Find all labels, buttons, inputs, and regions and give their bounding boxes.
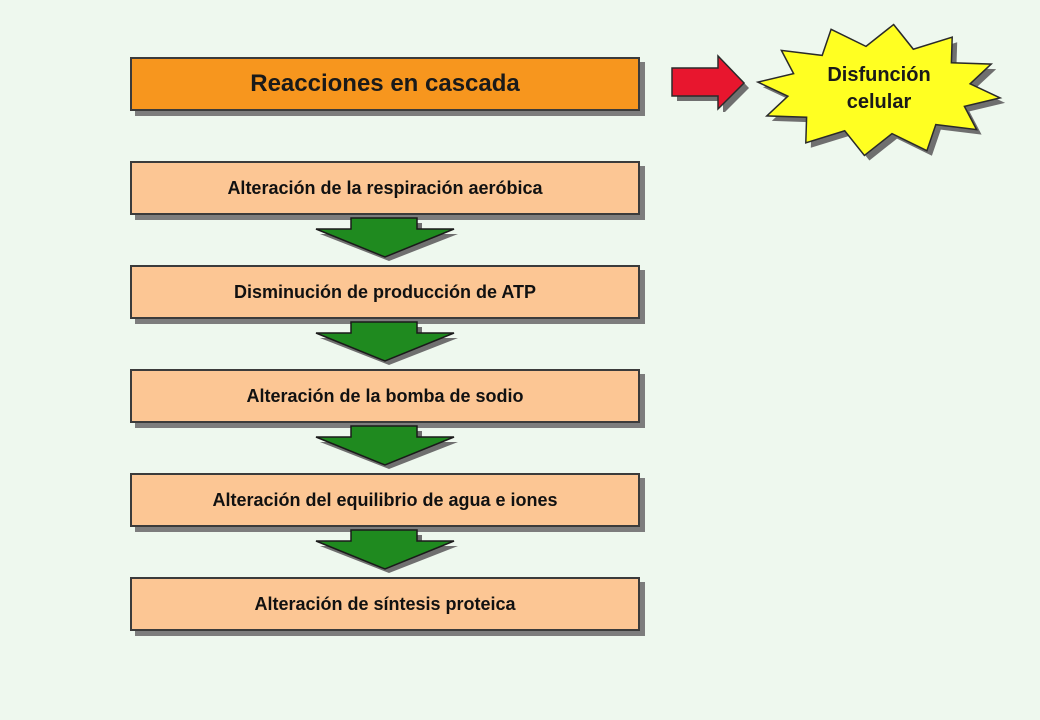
step-box: Alteración del equilibrio de agua e ione… [130,473,640,527]
right-arrow-icon [671,54,749,112]
down-arrow-icon [315,217,458,261]
step-label: Alteración de la bomba de sodio [246,385,524,406]
step-box: Alteración de la bomba de sodio [130,369,640,423]
step-label: Alteración del equilibrio de agua e ione… [212,489,558,510]
cascade-title-box: Reacciones en cascada [130,57,640,111]
result-label: Disfunción celular [784,62,974,116]
down-arrow-icon [315,321,458,365]
cascade-title: Reacciones en cascada [250,70,520,97]
result-line-1: Disfunción [827,64,931,86]
step-box: Alteración de la respiración aeróbica [130,161,640,215]
down-arrow-icon [315,529,458,573]
burst-shape [755,23,1006,161]
step-label: Alteración de la respiración aeróbica [227,177,543,198]
step-box: Disminución de producción de ATP [130,265,640,319]
result-line-2: celular [846,91,912,113]
step-label: Alteración de síntesis proteica [254,593,516,614]
down-arrow-icon [315,425,458,469]
step-label: Disminución de producción de ATP [233,281,537,302]
step-box: Alteración de síntesis proteica [130,577,640,631]
